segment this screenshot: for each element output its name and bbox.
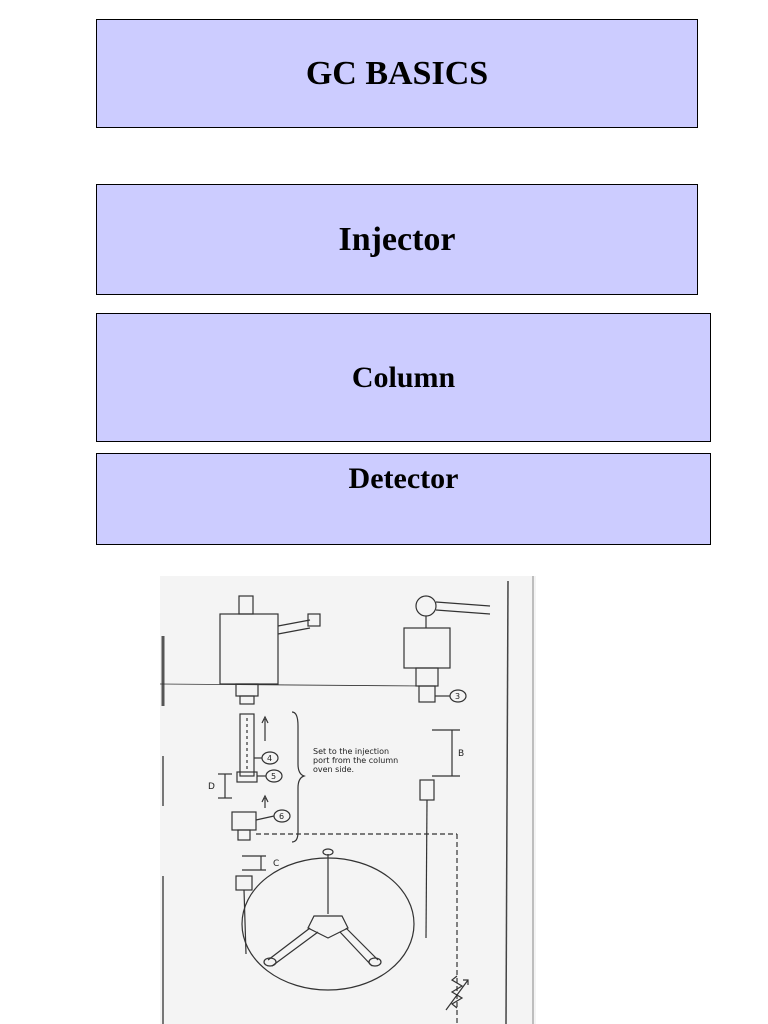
coil-hub xyxy=(307,915,349,939)
lower-nut-left xyxy=(235,875,253,891)
resistor-symbol xyxy=(450,975,464,1009)
gc-installation-diagram: 4 5 Set to the injection port from the c… xyxy=(160,576,536,1024)
note-line-1: Set to the injection xyxy=(313,747,389,756)
note-brace xyxy=(291,711,306,843)
callout-5-label: 5 xyxy=(271,772,276,781)
callout-3 xyxy=(449,689,467,703)
column-box: Column xyxy=(96,313,711,442)
callout-6 xyxy=(273,809,291,823)
detector-label: Detector xyxy=(348,462,459,495)
detector-nut xyxy=(418,685,436,703)
title-box: GC BASICS xyxy=(96,19,698,128)
note-line-2: port from the column xyxy=(313,756,398,765)
lower-nut-right xyxy=(419,779,435,801)
injection-liner xyxy=(239,713,255,777)
injector-label: Injector xyxy=(338,220,456,258)
dimension-b-label: B xyxy=(458,749,464,759)
detector-body xyxy=(403,627,451,669)
slide-title: GC BASICS xyxy=(305,54,489,92)
injector-nut-top xyxy=(238,595,254,615)
detector-top-fitting xyxy=(415,595,437,617)
callout-4-label: 4 xyxy=(267,754,272,763)
dimension-c-label: C xyxy=(273,859,279,869)
detector-box: Detector xyxy=(96,453,711,545)
note-line-3: oven side. xyxy=(313,765,354,774)
callout-6-label: 6 xyxy=(279,812,284,821)
column-nut xyxy=(231,811,257,831)
ferrule xyxy=(236,771,258,783)
injector-box: Injector xyxy=(96,184,698,295)
injector-body xyxy=(219,613,279,685)
callout-3-label: 3 xyxy=(455,692,460,701)
callout-4 xyxy=(261,751,279,765)
injector-fitting xyxy=(235,683,259,697)
column-label: Column xyxy=(351,360,456,394)
dimension-d-label: D xyxy=(208,782,215,792)
callout-5 xyxy=(265,769,283,783)
